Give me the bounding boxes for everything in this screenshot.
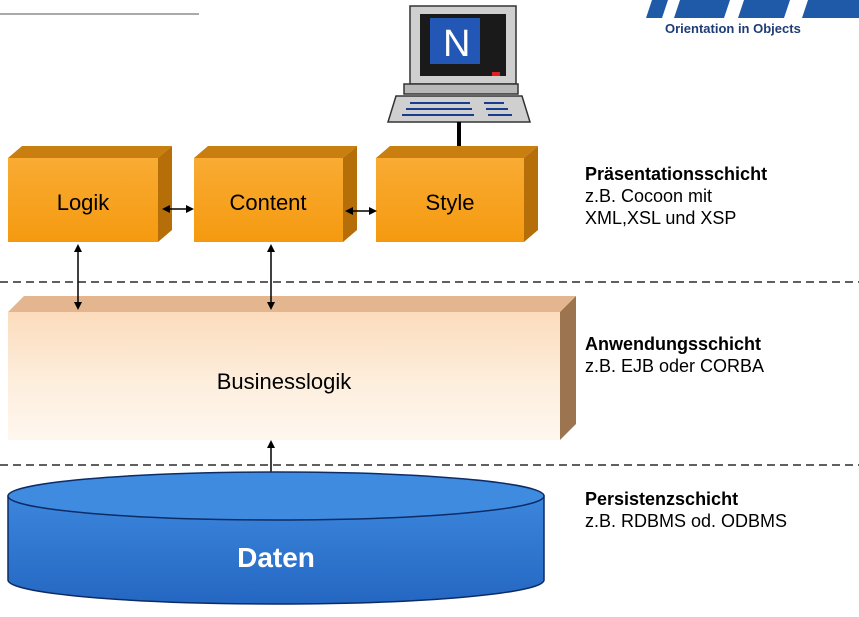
layer-presentation-title: Präsentationsschicht [585,164,768,184]
layer-persistence-line-1: z.B. RDBMS od. ODBMS [585,511,788,531]
box-businesslogik: Businesslogik [8,296,576,440]
box-content-label: Content [229,190,306,215]
client-computer-icon: N [386,5,532,150]
layer-application-line-1: z.B. EJB oder CORBA [585,356,765,376]
layer-presentation-line-1: z.B. Cocoon mit [585,186,713,206]
layer-application-title: Anwendungsschicht [585,334,762,354]
oio-logo: Orientation in Objects [646,0,859,36]
layer-application: Anwendungsschicht z.B. EJB oder CORBA [585,333,764,377]
svg-text:N: N [443,23,470,65]
box-content: Content [194,146,357,242]
box-logik-label: Logik [57,190,111,215]
layer-persistence: Persistenzschicht z.B. RDBMS od. ODBMS [585,488,787,532]
database-cylinder: Daten [7,471,545,605]
box-style: Style [376,146,538,242]
database-label: Daten [237,542,315,573]
layer-presentation: Präsentationsschicht z.B. Cocoon mit XML… [585,163,767,229]
box-logik: Logik [8,146,172,242]
layer-persistence-title: Persistenzschicht [585,489,739,509]
logo-text: Orientation in Objects [665,21,801,36]
box-businesslogik-label: Businesslogik [217,369,353,394]
box-style-label: Style [426,190,475,215]
layer-presentation-line-2: XML,XSL und XSP [585,208,737,228]
logo-mark-icon [646,0,859,18]
